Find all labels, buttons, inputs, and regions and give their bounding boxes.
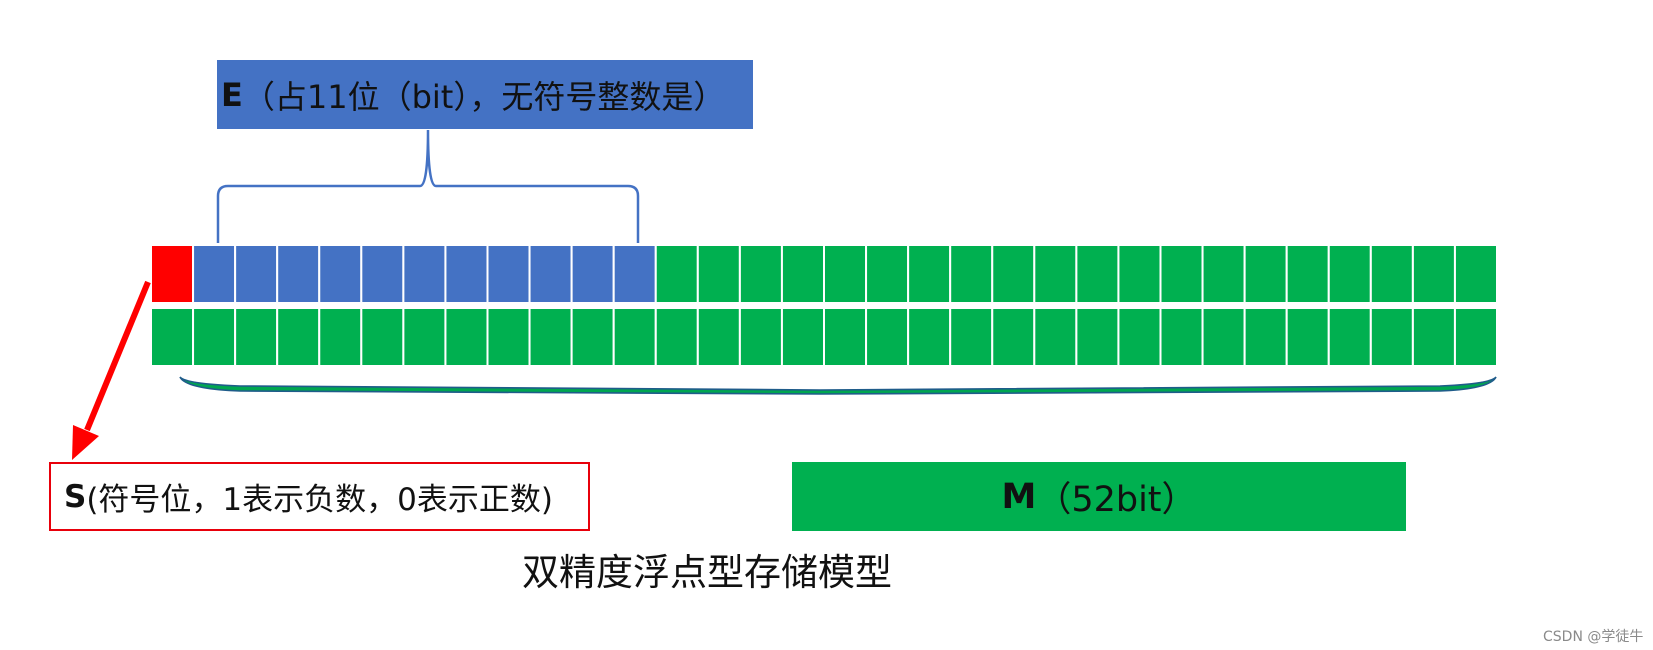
mantissa-bit-cell (1453, 307, 1498, 367)
mantissa-bit-cell (1159, 307, 1204, 367)
exponent-bit-cell (360, 244, 405, 304)
mantissa-bit-cell (823, 307, 868, 367)
mantissa-bit-cell (738, 244, 783, 304)
mantissa-bit-cell (234, 307, 279, 367)
mantissa-bit-cell (1453, 244, 1498, 304)
exponent-bit-cell (234, 244, 279, 304)
mantissa-brace (179, 376, 1497, 395)
mantissa-bit-cell (949, 244, 994, 304)
mantissa-bit-cell (1285, 244, 1330, 304)
mantissa-bit-cell (360, 307, 405, 367)
mantissa-bit-cell (1411, 244, 1456, 304)
mantissa-bit-cell (780, 244, 826, 304)
mantissa-bit-cell (444, 307, 489, 367)
watermark: CSDN @学徒牛 (1543, 629, 1644, 645)
mantissa-bit-cell (1243, 244, 1288, 304)
bit-cells (150, 244, 1498, 367)
mantissa-bit-cell (696, 307, 741, 367)
exponent-bit-cell (612, 244, 657, 304)
sign-letter: S (64, 478, 87, 515)
mantissa-bit-cell (1117, 307, 1162, 367)
mantissa-bit-cell (654, 244, 699, 304)
mantissa-bit-cell (1033, 307, 1078, 367)
mantissa-bit-cell (654, 307, 699, 367)
mantissa-bit-cell (318, 307, 363, 367)
exponent-bit-cell (570, 244, 615, 304)
mantissa-bit-cell (865, 307, 910, 367)
mantissa-bit-cell (192, 307, 237, 367)
exponent-letter: E (221, 75, 243, 114)
sign-bit-cell (150, 244, 195, 304)
mantissa-bit-cell (612, 307, 657, 367)
mantissa-bit-cell (1327, 307, 1372, 367)
exponent-bit-cell (528, 244, 573, 304)
mantissa-bit-cell (1285, 307, 1330, 367)
mantissa-bit-cell (1411, 307, 1456, 367)
mantissa-bit-cell (949, 307, 994, 367)
mantissa-bit-cell (738, 307, 783, 367)
mantissa-bit-cell (402, 307, 447, 367)
mantissa-bit-cell (1117, 244, 1162, 304)
sign-label-box: S(符号位，1表示负数，0表示正数) (49, 462, 590, 531)
exponent-bit-cell (486, 244, 531, 304)
mantissa-bit-cell (1327, 244, 1372, 304)
diagram-caption: 双精度浮点型存储模型 (522, 551, 892, 594)
mantissa-bit-cell (907, 307, 952, 367)
mantissa-label-box: M（52bit） (792, 462, 1406, 531)
mantissa-bit-cell (780, 307, 826, 367)
mantissa-bit-cell (865, 244, 910, 304)
mantissa-bit-cell (1369, 307, 1414, 367)
mantissa-bit-cell (1243, 307, 1288, 367)
exponent-bit-cell (276, 244, 321, 304)
mantissa-letter: M (1001, 476, 1037, 517)
exponent-bit-cell (402, 244, 447, 304)
mantissa-bit-cell (991, 307, 1036, 367)
mantissa-bit-cell (486, 307, 531, 367)
mantissa-bit-cell (1075, 244, 1120, 304)
exponent-bit-cell (444, 244, 489, 304)
red-arrow-icon (72, 280, 151, 460)
mantissa-bit-cell (1159, 244, 1204, 304)
mantissa-description: （52bit） (1036, 480, 1197, 520)
mantissa-bit-cell (528, 307, 573, 367)
mantissa-bit-cell (823, 244, 868, 304)
mantissa-bit-cell (907, 244, 952, 304)
exponent-bit-cell (192, 244, 237, 304)
exponent-label-box: E（占11位（bit），无符号整数是） (217, 60, 753, 129)
mantissa-bit-cell (1033, 244, 1078, 304)
sign-description: (符号位，1表示负数，0表示正数) (86, 482, 553, 518)
exponent-bit-cell (318, 244, 363, 304)
exponent-description: （占11位（bit），无符号整数是） (242, 77, 726, 116)
mantissa-bit-cell (150, 307, 195, 367)
exponent-brace (216, 129, 640, 243)
mantissa-bit-cell (1369, 244, 1414, 304)
mantissa-bit-cell (1075, 307, 1120, 367)
mantissa-bit-cell (1201, 307, 1246, 367)
mantissa-bit-cell (1201, 244, 1246, 304)
mantissa-bit-cell (276, 307, 321, 367)
mantissa-bit-cell (696, 244, 741, 304)
mantissa-bit-cell (570, 307, 615, 367)
mantissa-bit-cell (991, 244, 1036, 304)
